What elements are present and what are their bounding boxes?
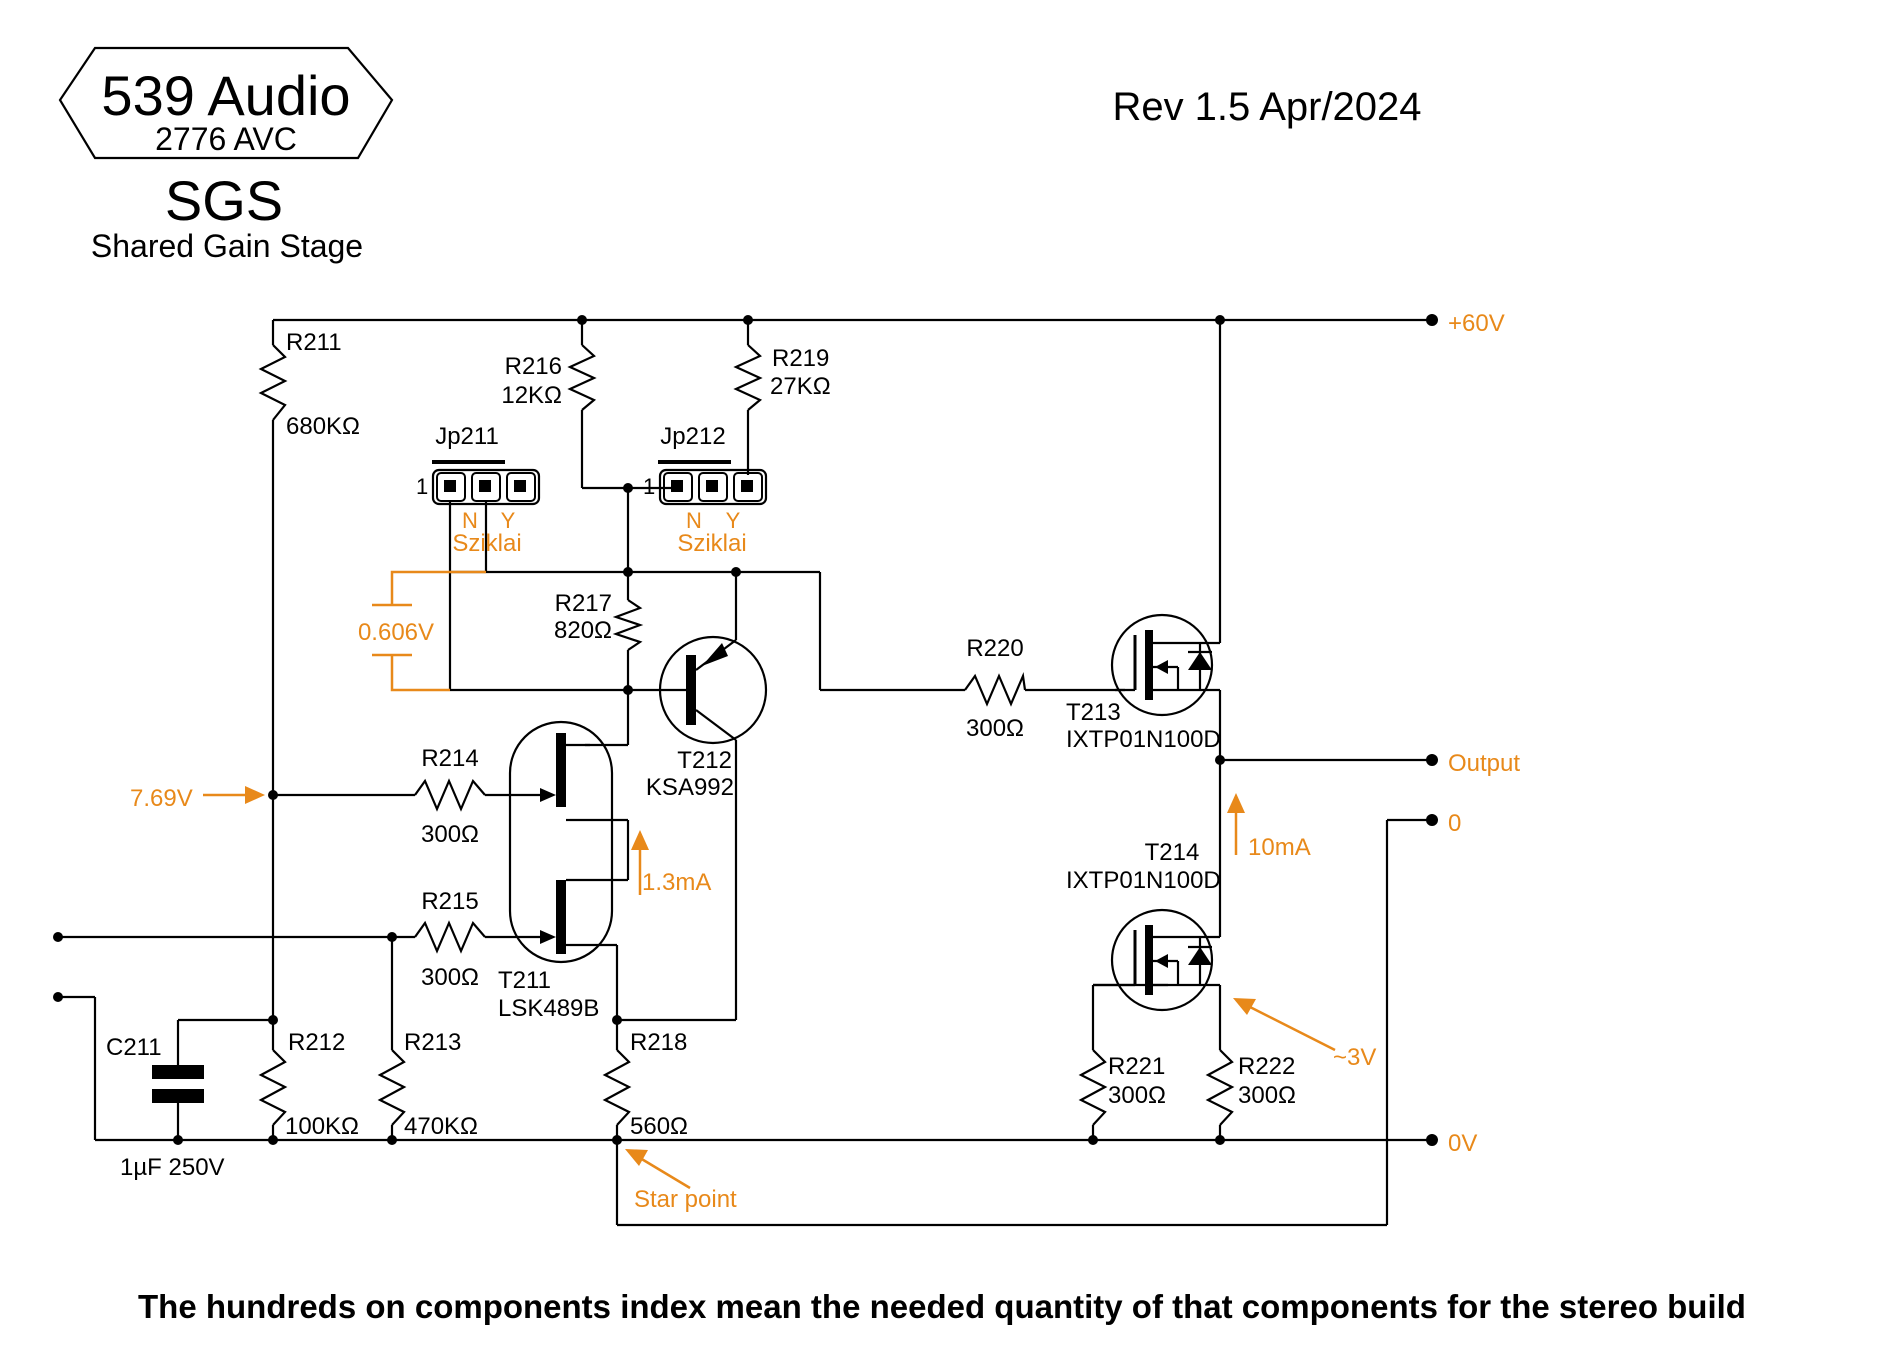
label-T213-ref: T213 xyxy=(1066,699,1121,726)
arrow-itail xyxy=(631,830,649,850)
footer-note: The hundreds on components index mean th… xyxy=(138,1288,1746,1325)
resistor-R222 xyxy=(1205,1049,1235,1126)
terminal-output: Output xyxy=(1448,750,1520,777)
label-T211-ref: T211 xyxy=(498,967,551,994)
arrow-vgate xyxy=(1233,998,1256,1015)
page-subtitle: Shared Gain Stage xyxy=(91,228,363,264)
terminal-zero-v: 0V xyxy=(1448,1130,1477,1157)
label-Jp211-sziklai: Sziklai xyxy=(452,530,521,557)
label-R214-value: 300Ω xyxy=(421,821,479,848)
label-Jp212-sziklai: Sziklai xyxy=(677,530,746,557)
label-R213-value: 470KΩ xyxy=(404,1113,478,1140)
resistor-R212 xyxy=(258,1049,288,1126)
jumper-Jp211 xyxy=(431,460,541,506)
label-R214-ref: R214 xyxy=(421,745,478,772)
arrow-iout xyxy=(1227,793,1245,813)
label-C211-ref: C211 xyxy=(106,1034,162,1061)
label-C211-value: 1µF 250V xyxy=(120,1154,225,1181)
resistor-R211 xyxy=(258,344,288,421)
resistor-R218 xyxy=(602,1049,632,1126)
label-R220-value: 300Ω xyxy=(966,715,1024,742)
terminals xyxy=(1426,314,1438,1146)
label-R219-ref: R219 xyxy=(772,345,829,372)
transistor-T212 xyxy=(658,605,768,745)
revision: Rev 1.5 Apr/2024 xyxy=(1112,85,1421,129)
resistor-R221 xyxy=(1078,1049,1108,1126)
terminal-plus60: +60V xyxy=(1448,310,1505,337)
logo-brand: 539 Audio xyxy=(101,64,350,127)
annotation-vbe: 0.606V xyxy=(358,619,434,646)
transistor-T214 xyxy=(1093,908,1214,1012)
label-Jp212-pin1: 1 xyxy=(643,474,655,499)
resistor-R219 xyxy=(733,344,763,411)
label-R221-ref: R221 xyxy=(1108,1053,1165,1080)
label-T214-value: IXTP01N100D xyxy=(1066,867,1221,894)
label-Jp211-y: Y xyxy=(501,508,516,533)
terminal-zero: 0 xyxy=(1448,810,1461,837)
label-T212-ref: T212 xyxy=(677,747,732,774)
label-Jp211-n: N xyxy=(462,508,478,533)
label-Jp211-pin1: 1 xyxy=(416,474,428,499)
label-R216-ref: R216 xyxy=(505,353,562,380)
annotation-itail: 1.3mA xyxy=(642,869,711,896)
label-R222-value: 300Ω xyxy=(1238,1082,1296,1109)
transistor-T213 xyxy=(1110,613,1214,717)
wires xyxy=(58,318,1430,1227)
resistor-R213 xyxy=(377,1049,407,1126)
label-Jp212-y: Y xyxy=(726,508,741,533)
annotation-iout: 10mA xyxy=(1248,834,1311,861)
label-R211-ref: R211 xyxy=(286,329,342,356)
label-R218-value: 560Ω xyxy=(630,1113,688,1140)
label-R215-value: 300Ω xyxy=(421,964,479,991)
label-T213-value: IXTP01N100D xyxy=(1066,726,1221,753)
logo-badge xyxy=(58,46,394,160)
label-T212-value: KSA992 xyxy=(646,774,734,801)
label-R222-ref: R222 xyxy=(1238,1053,1295,1080)
label-R216-value: 12KΩ xyxy=(501,382,562,409)
annotation-starpoint: Star point xyxy=(634,1186,737,1213)
resistor-R217 xyxy=(612,599,644,651)
resistor-R220 xyxy=(964,671,1027,707)
vbe-bracket xyxy=(372,570,486,692)
resistor-R216 xyxy=(567,344,597,411)
junction-dots xyxy=(53,315,1225,1145)
label-Jp212-ref: Jp212 xyxy=(660,423,725,450)
label-Jp211-ref: Jp211 xyxy=(435,423,499,450)
label-Jp212-n: N xyxy=(686,508,702,533)
arrow-vbias xyxy=(245,786,265,804)
logo-model: 2776 AVC xyxy=(155,121,297,157)
capacitor-C211 xyxy=(152,1065,204,1103)
page-title: SGS xyxy=(165,169,283,232)
label-T214-ref: T214 xyxy=(1145,839,1200,866)
transistor-T211 xyxy=(508,720,628,964)
annotation-arrows xyxy=(203,786,1336,1190)
label-R218-ref: R218 xyxy=(630,1029,687,1056)
annotation-vbias: 7.69V xyxy=(130,785,193,812)
resistor-R214 xyxy=(414,778,486,812)
label-R219-value: 27KΩ xyxy=(770,373,831,400)
label-R215-ref: R215 xyxy=(421,888,478,915)
label-T211-value: LSK489B xyxy=(498,995,599,1022)
label-R211-value: 680KΩ xyxy=(286,413,360,440)
label-R217-value: 820Ω xyxy=(554,617,612,644)
label-R213-ref: R213 xyxy=(404,1029,461,1056)
label-R220-ref: R220 xyxy=(966,635,1023,662)
label-R212-value: 100KΩ xyxy=(285,1113,359,1140)
label-R217-ref: R217 xyxy=(555,590,612,617)
logo: 539 Audio 2776 AVC xyxy=(58,46,394,160)
jumper-Jp212 xyxy=(658,460,768,506)
annotation-vgate: ~3V xyxy=(1333,1044,1376,1071)
resistor-R215 xyxy=(414,920,486,954)
arrow-starpoint xyxy=(625,1149,648,1166)
label-R221-value: 300Ω xyxy=(1108,1082,1166,1109)
label-R212-ref: R212 xyxy=(288,1029,345,1056)
